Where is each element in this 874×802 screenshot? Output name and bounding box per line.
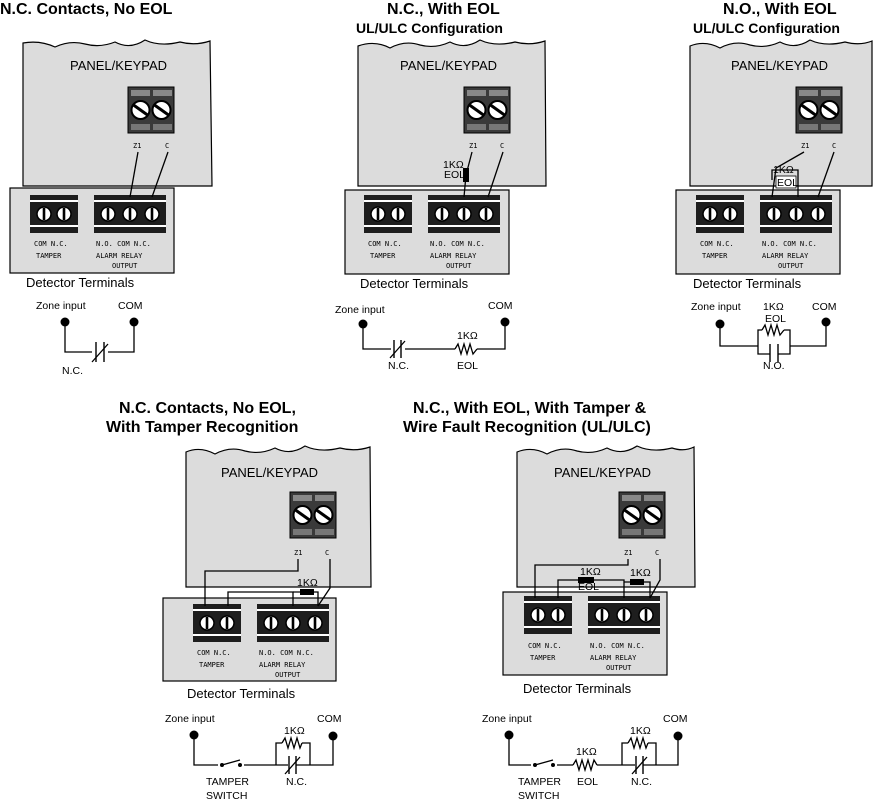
zone-input-label: Zone input <box>36 300 86 312</box>
panel-terminal-block <box>128 87 174 133</box>
resistor-label: 1KΩ <box>457 330 478 342</box>
tamper-switch-label-2: SWITCH <box>518 790 559 802</box>
nc-label: N.C. <box>631 776 652 788</box>
title: N.C. Contacts, No EOL <box>0 1 173 18</box>
output-label: OUTPUT <box>275 671 301 679</box>
resistor-label: 1KΩ <box>763 301 784 313</box>
resistor-label-2: 1KΩ <box>630 567 651 579</box>
tamper-label: TAMPER <box>370 252 396 260</box>
relay-label: ALARM RELAY <box>96 252 143 260</box>
relay-label: ALARM RELAY <box>762 252 809 260</box>
detector-terminals-label: Detector Terminals <box>523 681 632 696</box>
zone-input-label: Zone input <box>691 301 741 313</box>
tamper-com-nc: COM N.C. <box>700 240 734 248</box>
resistor-label: 1KΩ <box>284 725 305 737</box>
relay-no-com-nc: N.O. COM N.C. <box>430 240 485 248</box>
detector-terminals-label: Detector Terminals <box>360 276 469 291</box>
resistor-label: 1KΩ <box>297 577 318 589</box>
nc-label: N.C. <box>62 365 83 377</box>
tamper-label: TAMPER <box>36 252 62 260</box>
panel-label: PANEL/KEYPAD <box>554 465 651 480</box>
resistor-label: 1KΩ <box>630 725 651 737</box>
zone-input-label: Zone input <box>335 304 385 316</box>
title: N.O., With EOL <box>723 1 837 18</box>
c-label: C <box>500 142 504 150</box>
c-label: C <box>655 549 659 557</box>
panel-label: PANEL/KEYPAD <box>221 465 318 480</box>
title: N.C., With EOL, With Tamper & <box>413 400 647 417</box>
diagram-nc-eol-tamper-wirefault: N.C., With EOL, With Tamper & Wire Fault… <box>403 400 696 802</box>
c-label: C <box>325 549 329 557</box>
detector-terminals-label: Detector Terminals <box>693 276 802 291</box>
tamper-label: TAMPER <box>702 252 728 260</box>
z1-label: Z1 <box>469 142 477 150</box>
resistor-label: 1KΩ <box>773 164 794 176</box>
relay-no-com-nc: N.O. COM N.C. <box>259 649 314 657</box>
no-label: N.O. <box>763 360 785 372</box>
detector-terminals-label: Detector Terminals <box>187 686 296 701</box>
com-label: COM <box>812 301 837 313</box>
c-label: C <box>832 142 836 150</box>
tamper-switch-label-2: SWITCH <box>206 790 247 802</box>
subtitle: With Tamper Recognition <box>106 419 298 436</box>
resistor-label-2: 1KΩ <box>576 746 597 758</box>
nc-label: N.C. <box>286 776 307 788</box>
relay-no-com-nc: N.O. COM N.C. <box>590 642 645 650</box>
com-label: COM <box>488 300 513 312</box>
com-label: COM <box>317 713 342 725</box>
output-label: OUTPUT <box>112 262 138 270</box>
eol-label: EOL <box>444 169 465 181</box>
eol-label: EOL <box>577 776 598 788</box>
eol-label: EOL <box>765 313 786 325</box>
z1-label: Z1 <box>133 142 141 150</box>
panel-label: PANEL/KEYPAD <box>70 58 167 73</box>
nc-label: N.C. <box>388 360 409 372</box>
output-label: OUTPUT <box>606 664 632 672</box>
panel-label: PANEL/KEYPAD <box>400 58 497 73</box>
diagram-nc-with-eol: N.C., With EOL UL/ULC Configuration PANE… <box>335 1 547 372</box>
diagram-nc-no-eol: N.C. Contacts, No EOL PANEL/KEYPAD Z1 C … <box>0 1 213 377</box>
relay-label: ALARM RELAY <box>430 252 477 260</box>
z1-label: Z1 <box>801 142 809 150</box>
resistor-label: 1KΩ <box>580 566 601 578</box>
detector-terminals-label: Detector Terminals <box>26 275 135 290</box>
tamper-label: TAMPER <box>530 654 556 662</box>
z1-label: Z1 <box>294 549 302 557</box>
title: N.C., With EOL <box>387 1 500 18</box>
tamper-switch-label: TAMPER <box>206 776 249 788</box>
c-label: C <box>165 142 169 150</box>
com-label: COM <box>118 300 143 312</box>
z1-label: Z1 <box>624 549 632 557</box>
subtitle: UL/ULC Configuration <box>693 20 840 36</box>
zone-input-label: Zone input <box>165 713 215 725</box>
title: N.C. Contacts, No EOL, <box>119 400 296 417</box>
subtitle: Wire Fault Recognition (UL/ULC) <box>403 419 651 436</box>
tamper-com-nc: COM N.C. <box>528 642 562 650</box>
output-label: OUTPUT <box>446 262 472 270</box>
eol-label: EOL <box>578 581 599 593</box>
tamper-switch-label: TAMPER <box>518 776 561 788</box>
com-label: COM <box>663 713 688 725</box>
relay-label: ALARM RELAY <box>590 654 637 662</box>
resistor-label: 1KΩ <box>443 159 464 171</box>
subtitle: UL/ULC Configuration <box>356 20 503 36</box>
diagram-nc-no-eol-tamper: N.C. Contacts, No EOL, With Tamper Recog… <box>106 400 372 802</box>
tamper-terminals <box>30 195 78 233</box>
zone-input-label: Zone input <box>482 713 532 725</box>
relay-terminals <box>94 195 166 233</box>
output-label: OUTPUT <box>778 262 804 270</box>
panel-outline <box>22 39 213 187</box>
tamper-com-nc: COM N.C. <box>197 649 231 657</box>
tamper-label: TAMPER <box>199 661 225 669</box>
tamper-com-nc: COM N.C. <box>34 240 68 248</box>
eol-label: EOL <box>777 177 798 189</box>
panel-label: PANEL/KEYPAD <box>731 58 828 73</box>
relay-no-com-nc: N.O. COM N.C. <box>762 240 817 248</box>
tamper-com-nc: COM N.C. <box>368 240 402 248</box>
eol-label: EOL <box>457 360 478 372</box>
relay-no-com-nc: N.O. COM N.C. <box>96 240 151 248</box>
diagram-no-with-eol: N.O., With EOL UL/ULC Configuration PANE… <box>675 1 873 372</box>
relay-label: ALARM RELAY <box>259 661 306 669</box>
